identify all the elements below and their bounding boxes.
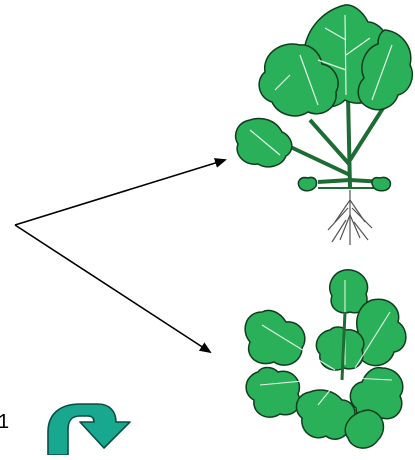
step-number-label: 1 <box>0 412 9 432</box>
arrow-to-rosette-plant <box>15 225 210 352</box>
plant-roots <box>328 190 372 245</box>
rosette-leaves <box>245 270 406 448</box>
upright-plant-illustration <box>236 5 413 245</box>
curved-arrow-icon <box>48 404 130 455</box>
arrow-to-upright-plant <box>15 160 225 225</box>
rosette-plant-illustration <box>245 270 406 448</box>
rosette-stem <box>342 312 345 380</box>
branch-arrows <box>15 160 225 352</box>
